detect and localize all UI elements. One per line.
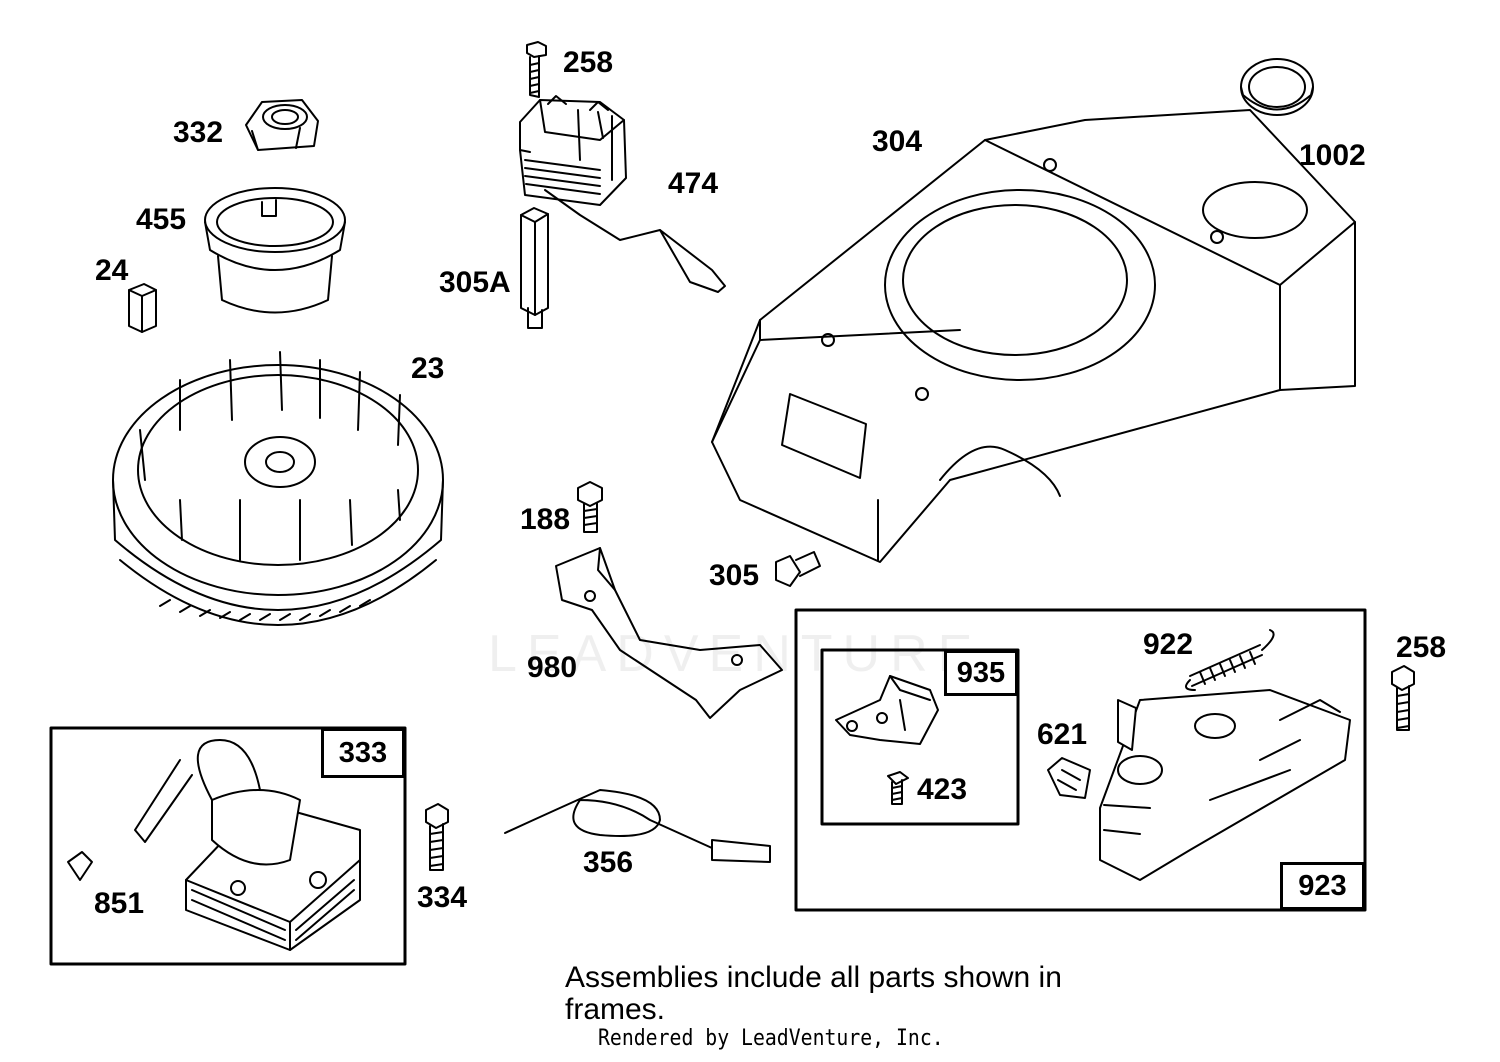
label-188: 188 xyxy=(520,503,571,536)
wire-356-drawing xyxy=(504,789,771,863)
bolt-188-drawing xyxy=(577,481,603,533)
label-258-top: 258 xyxy=(563,46,614,79)
frame-label-923: 923 xyxy=(1280,862,1365,910)
bolt-258-right-drawing xyxy=(1391,665,1415,731)
seal-1002-drawing xyxy=(1240,58,1314,116)
label-455: 455 xyxy=(136,203,187,236)
bolt-334-drawing xyxy=(425,803,449,871)
label-24: 24 xyxy=(95,254,129,287)
armature-333-drawing xyxy=(67,739,361,951)
cup-455-drawing xyxy=(204,187,346,314)
frame-923-box xyxy=(794,608,1367,912)
rendered-by-credit: Rendered by LeadVenture, Inc. xyxy=(598,1026,944,1051)
label-474: 474 xyxy=(668,167,719,200)
label-23: 23 xyxy=(411,352,445,385)
label-980: 980 xyxy=(527,651,578,684)
frame-label-935: 935 xyxy=(944,650,1018,696)
label-332: 332 xyxy=(173,116,224,149)
frame-label-333: 333 xyxy=(321,728,405,778)
label-1002: 1002 xyxy=(1299,139,1366,172)
flywheel-23-drawing xyxy=(112,351,444,626)
control-923-drawing xyxy=(1099,689,1351,881)
spring-922-drawing xyxy=(1185,629,1275,691)
label-423: 423 xyxy=(917,773,968,806)
label-304: 304 xyxy=(872,125,923,158)
label-621: 621 xyxy=(1037,718,1088,751)
label-356: 356 xyxy=(583,846,634,879)
watermark: LEADVENTURE xyxy=(488,625,983,683)
frame-935-box xyxy=(820,648,1020,826)
nut-332-drawing xyxy=(245,99,319,151)
label-922: 922 xyxy=(1143,628,1194,661)
screw-423-drawing xyxy=(887,771,909,805)
bolt-305-drawing xyxy=(775,551,821,587)
label-334: 334 xyxy=(417,881,468,914)
standoff-305a-drawing xyxy=(520,207,549,329)
key-24-drawing xyxy=(128,283,157,333)
label-851: 851 xyxy=(94,887,145,920)
blower-housing-304-drawing xyxy=(711,109,1356,563)
label-258-right: 258 xyxy=(1396,631,1447,664)
frame-333-box xyxy=(49,726,407,966)
module-474-drawing xyxy=(519,95,726,293)
label-305a: 305A xyxy=(439,266,511,299)
bolt-258-top-drawing xyxy=(526,41,547,98)
clip-621-drawing xyxy=(1047,757,1091,799)
assemblies-note: Assemblies include all parts shown in fr… xyxy=(565,961,1062,1026)
clamp-935-drawing xyxy=(835,675,939,745)
bracket-980-drawing xyxy=(555,547,783,719)
label-305: 305 xyxy=(709,559,760,592)
